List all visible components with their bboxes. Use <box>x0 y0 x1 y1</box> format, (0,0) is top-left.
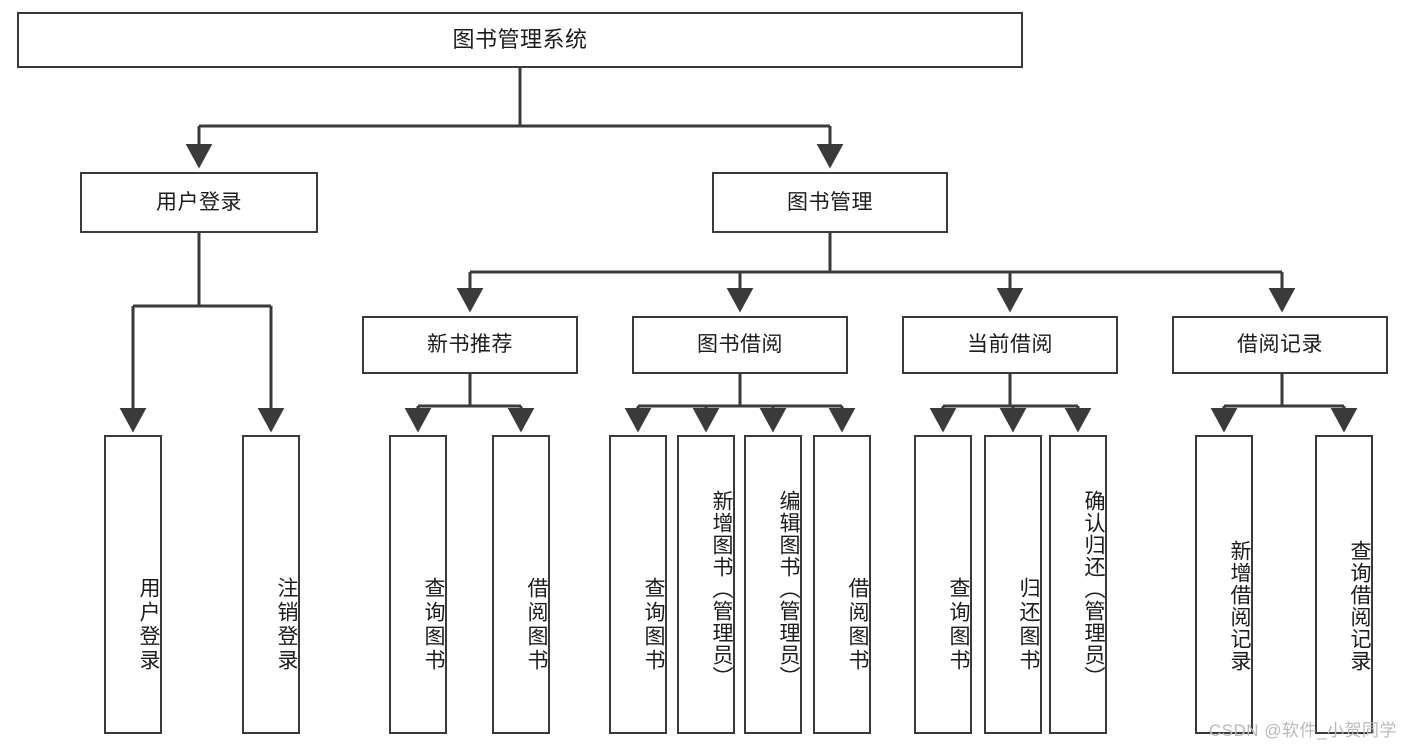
node-label: 注销登录 <box>275 576 298 673</box>
leaf-current-borrow-confirm[interactable]: 确认归还（管理员） <box>1049 435 1107 734</box>
node-label: 确认归还（管理员） <box>1082 489 1105 688</box>
node-label: 编辑图书（管理员） <box>777 489 800 688</box>
leaf-borrow-record-add[interactable]: 新增借阅记录 <box>1195 435 1253 734</box>
node-new-book-recommend[interactable]: 新书推荐 <box>362 316 578 374</box>
leaf-book-borrow-borrow[interactable]: 借阅图书 <box>813 435 871 734</box>
leaf-current-borrow-return[interactable]: 归还图书 <box>984 435 1042 734</box>
node-book-borrow[interactable]: 图书借阅 <box>632 316 848 374</box>
node-label: 当前借阅 <box>967 333 1053 357</box>
leaf-borrow-record-query[interactable]: 查询借阅记录 <box>1315 435 1373 734</box>
node-label: 借阅图书 <box>525 576 548 673</box>
node-current-borrow[interactable]: 当前借阅 <box>902 316 1118 374</box>
leaf-current-borrow-query[interactable]: 查询图书 <box>914 435 972 734</box>
node-label: 用户登录 <box>137 576 160 673</box>
leaf-user-login-logout[interactable]: 注销登录 <box>242 435 300 734</box>
node-label: 查询图书 <box>422 576 445 673</box>
leaf-new-book-query[interactable]: 查询图书 <box>389 435 447 734</box>
node-label: 借阅图书 <box>846 576 869 673</box>
node-label: 查询图书 <box>642 576 665 673</box>
node-book-management[interactable]: 图书管理 <box>712 172 948 233</box>
node-borrow-record[interactable]: 借阅记录 <box>1172 316 1388 374</box>
leaf-new-book-borrow[interactable]: 借阅图书 <box>492 435 550 734</box>
node-label: 新增借阅记录 <box>1228 539 1251 672</box>
node-label: 查询图书 <box>947 576 970 673</box>
node-root-system[interactable]: 图书管理系统 <box>17 12 1023 68</box>
leaf-book-borrow-add[interactable]: 新增图书（管理员） <box>677 435 735 734</box>
node-label: 图书管理 <box>787 190 873 214</box>
node-label: 新增图书（管理员） <box>710 489 733 688</box>
node-label: 借阅记录 <box>1237 333 1323 357</box>
leaf-book-borrow-query[interactable]: 查询图书 <box>609 435 667 734</box>
node-label: 查询借阅记录 <box>1348 539 1371 672</box>
node-label: 新书推荐 <box>427 333 513 357</box>
node-label: 用户登录 <box>156 190 242 214</box>
node-user-login[interactable]: 用户登录 <box>80 172 318 233</box>
node-label: 图书借阅 <box>697 333 783 357</box>
leaf-user-login-login[interactable]: 用户登录 <box>104 435 162 734</box>
node-label: 图书管理系统 <box>452 26 588 52</box>
node-label: 归还图书 <box>1017 576 1040 673</box>
leaf-book-borrow-edit[interactable]: 编辑图书（管理员） <box>744 435 802 734</box>
